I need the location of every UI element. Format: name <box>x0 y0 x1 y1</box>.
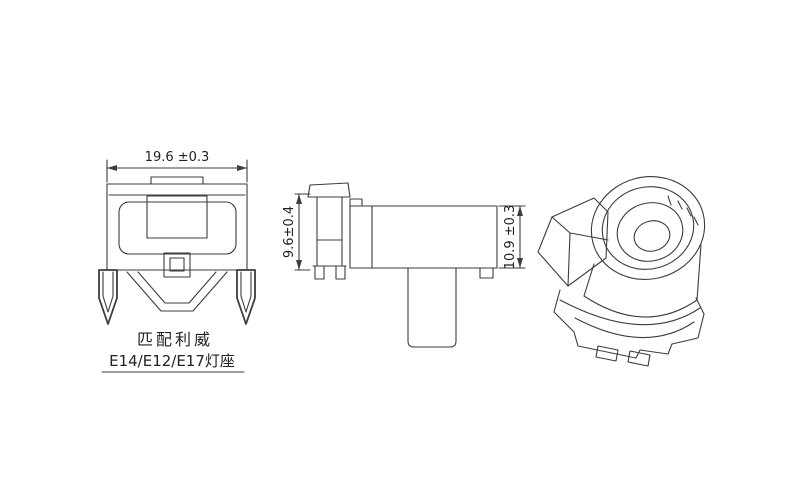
barrel-lower <box>583 244 702 318</box>
arrowhead <box>237 165 247 171</box>
front-view: 19.6 ±0.3 匹配利威 E14/E12/E17灯座 <box>98 150 256 373</box>
side-view: 9.6±0.4 10.9 ±0.3 <box>282 182 526 348</box>
front-body-outline <box>106 183 248 271</box>
bottom-latch-inner <box>169 257 185 272</box>
barrel-core <box>633 220 671 252</box>
note-match-text: 匹配利威 <box>137 330 213 349</box>
base-outline <box>553 289 705 359</box>
barrel-mid-rim <box>601 186 695 270</box>
side-body-outline <box>349 205 498 269</box>
engraving-marks <box>667 195 699 226</box>
side-clip <box>307 182 351 280</box>
right-prong <box>236 269 256 325</box>
right-prong-inner <box>240 271 252 313</box>
inner-rounded-frame <box>118 201 237 255</box>
arrowhead <box>296 194 302 204</box>
stem <box>407 267 457 348</box>
inner-window <box>146 195 208 239</box>
arrowhead <box>296 260 302 270</box>
side-left-dimension-label: 9.6±0.4 <box>282 206 297 258</box>
isometric-view <box>537 176 706 367</box>
wedge-clip <box>537 197 609 287</box>
clip-cap <box>307 182 351 198</box>
side-left-dimension: 9.6±0.4 <box>282 193 311 271</box>
clip-feet <box>314 265 346 280</box>
side-right-dimension: 10.9 ±0.3 <box>498 205 526 270</box>
base-terminals <box>595 345 651 367</box>
left-prong-inner <box>102 271 114 313</box>
arrowhead <box>107 165 117 171</box>
funnel-inner <box>137 271 217 304</box>
arrowhead <box>517 258 523 268</box>
front-prongs <box>98 269 256 325</box>
barrel-bore <box>616 202 684 262</box>
front-width-dimension: 19.6 ±0.3 <box>106 150 248 183</box>
wedge-clip-inner <box>551 216 609 287</box>
front-notes: 匹配利威 E14/E12/E17灯座 <box>101 330 245 373</box>
front-width-dimension-label: 19.6 ±0.3 <box>145 150 210 165</box>
side-body <box>349 198 498 348</box>
barrel-outer-rim <box>590 176 706 280</box>
base-detail-lines <box>559 299 701 339</box>
side-right-dimension-label: 10.9 ±0.3 <box>503 205 518 270</box>
right-foot <box>479 267 494 279</box>
note-socket-models: E14/E12/E17灯座 <box>109 352 235 370</box>
top-step <box>349 198 363 207</box>
front-body <box>106 176 248 278</box>
left-prong <box>98 269 118 325</box>
top-tab <box>150 176 204 185</box>
bottom-latch <box>163 252 191 278</box>
arrowhead <box>517 206 523 216</box>
funnel-outline <box>126 271 228 312</box>
clip-body <box>316 196 343 267</box>
